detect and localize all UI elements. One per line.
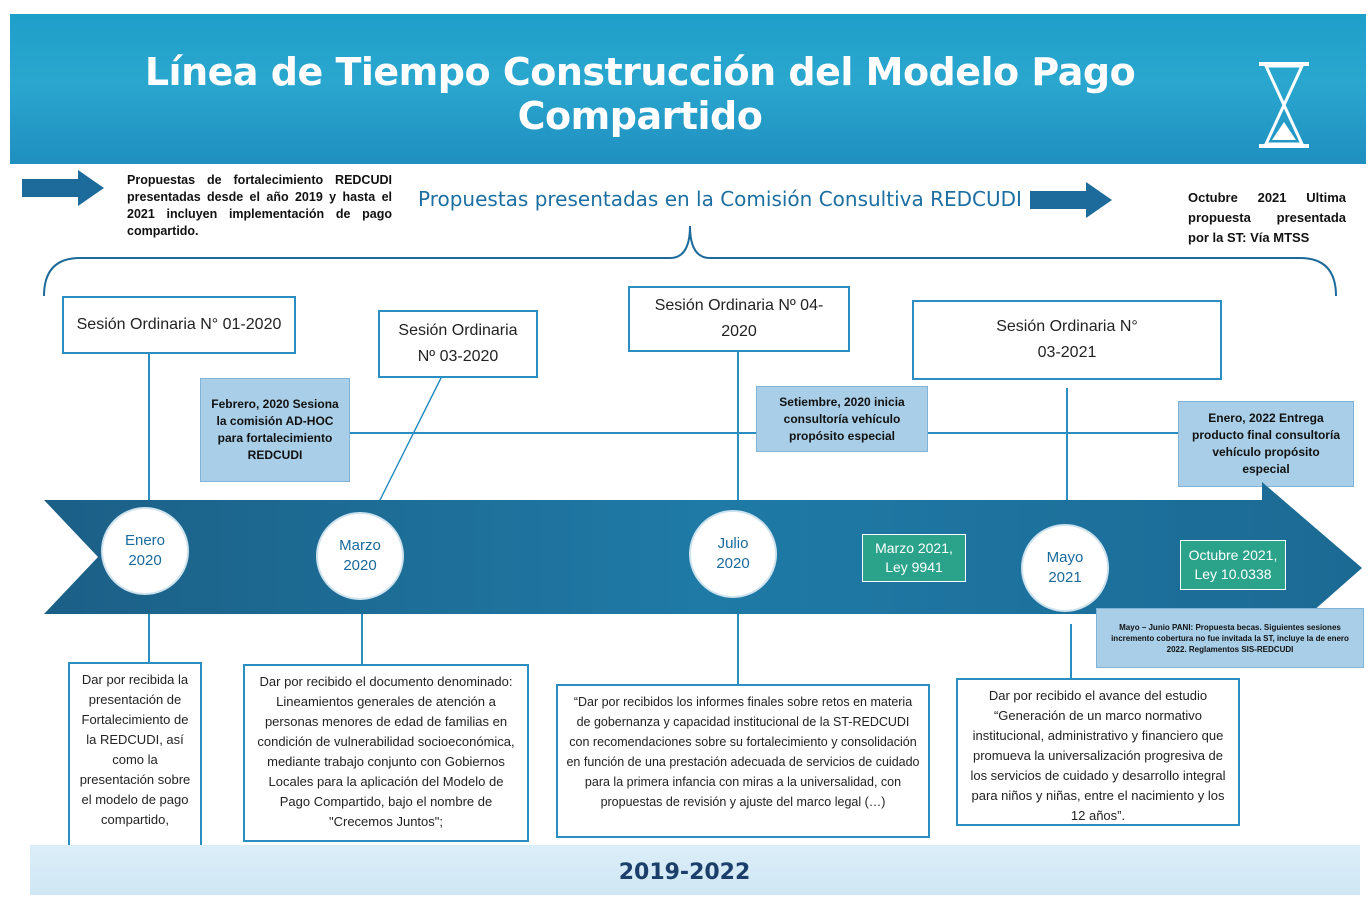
connector-line	[1066, 388, 1068, 510]
milestone-circle: Enero 2020	[101, 507, 189, 595]
session-label: Sesión Ordinaria N° 01-2020	[76, 316, 282, 333]
connector-line	[737, 352, 739, 508]
description-box: “Dar por recibidos los informes finales …	[556, 684, 930, 838]
description-text: Dar por recibida la presentación de Fort…	[79, 672, 191, 827]
milestone-month: Enero	[124, 532, 166, 549]
arrow-right-icon	[1030, 182, 1112, 218]
info-box-text: Setiembre, 2020 inicia consultoría vehíc…	[779, 394, 905, 443]
connector-line	[148, 354, 150, 500]
milestone-month: Julio	[717, 535, 749, 552]
info-box: Enero, 2022 Entrega producto final consu…	[1178, 401, 1354, 487]
connector-line	[361, 612, 363, 664]
law-box: Octubre 2021, Ley 10.0338	[1180, 540, 1286, 590]
intro-center-title: Propuestas presentadas en la Comisión Co…	[418, 187, 1022, 211]
hourglass-icon	[1259, 62, 1309, 148]
description-box: Dar por recibido el documento denominado…	[243, 664, 529, 842]
description-text: Dar por recibido el documento denominado…	[257, 674, 515, 829]
info-box: Setiembre, 2020 inicia consultoría vehíc…	[756, 386, 928, 452]
info-box-text: Enero, 2022 Entrega producto final consu…	[1191, 411, 1340, 476]
brace-connector	[43, 225, 1337, 297]
info-box-text: Mayo – Junio PANI: Propuesta becas. Sigu…	[1111, 622, 1349, 654]
description-box: Dar por recibida la presentación de Fort…	[68, 662, 202, 848]
session-label: Sesión Ordinaria Nº 03-2020	[398, 322, 518, 365]
milestone-year: 2020	[343, 557, 377, 574]
intro-left-text: Propuestas de fortalecimiento REDCUDI pr…	[127, 173, 392, 238]
page-title: Línea de Tiempo Construcción del Modelo …	[144, 50, 1136, 138]
arrow-right-icon	[22, 170, 104, 206]
milestone-year: 2021	[1048, 569, 1082, 586]
info-box-text: Febrero, 2020 Sesiona la comisión AD-HOC…	[211, 397, 339, 462]
session-box: Sesión Ordinaria Nº 03-2020	[378, 310, 538, 378]
description-text: “Dar por recibidos los informes finales …	[566, 695, 920, 809]
session-label: Sesión Ordinaria N° 03-2021	[996, 318, 1138, 361]
law-box-line: Octubre 2021,	[1188, 547, 1278, 563]
connector-line	[1070, 624, 1072, 678]
description-box: Dar por recibido el avance del estudio “…	[956, 678, 1240, 826]
milestone-month: Marzo	[339, 537, 381, 554]
description-text: Dar por recibido el avance del estudio “…	[970, 688, 1226, 823]
info-box: Febrero, 2020 Sesiona la comisión AD-HOC…	[200, 378, 350, 482]
law-box-line: Ley 9941	[885, 559, 943, 575]
session-label: Sesión Ordinaria Nº 04-2020	[654, 297, 824, 340]
milestone-month: Mayo	[1046, 549, 1084, 566]
milestone-circle: Mayo 2021	[1021, 524, 1109, 612]
law-box-line: Ley 10.0338	[1194, 566, 1272, 582]
connector-line	[737, 610, 739, 684]
milestone-circle: Julio 2020	[689, 510, 777, 598]
milestone-year: 2020	[716, 555, 750, 572]
session-box: Sesión Ordinaria N° 01-2020	[62, 296, 296, 354]
footer-period: 2019-2022	[618, 860, 751, 885]
session-box: Sesión Ordinaria Nº 04-2020	[628, 286, 850, 352]
connector-line	[148, 608, 150, 664]
law-box: Marzo 2021, Ley 9941	[862, 534, 966, 582]
milestone-circle: Marzo 2020	[316, 512, 404, 600]
session-box: Sesión Ordinaria N° 03-2021	[912, 300, 1222, 380]
milestone-year: 2020	[128, 552, 162, 569]
info-box: Mayo – Junio PANI: Propuesta becas. Sigu…	[1096, 608, 1364, 668]
footer-band	[30, 845, 1360, 895]
intro-right-text: Octubre 2021 Ultima propuesta presentada…	[1188, 190, 1346, 245]
connector-line	[377, 376, 443, 505]
law-box-line: Marzo 2021,	[875, 540, 953, 556]
header-banner	[10, 14, 1366, 164]
